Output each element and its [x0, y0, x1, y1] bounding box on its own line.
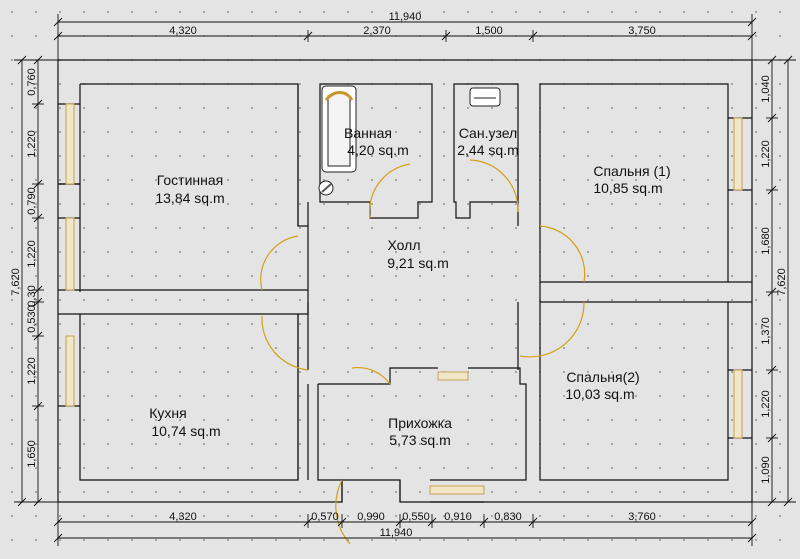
door-bedroom2 [519, 301, 585, 358]
dimension-left [14, 55, 58, 507]
dim-right-seg-3: 1,680 [760, 227, 772, 255]
dim-left-seg-2: 1,220 [26, 130, 38, 158]
room-name-bath: Ванная [344, 125, 392, 141]
door-living [260, 235, 299, 291]
dim-bottom-seg-2: 0,570 [311, 511, 339, 523]
room-area-bath: 4,20 sq.m [347, 142, 408, 158]
dim-top-seg-1: 4,320 [169, 25, 197, 37]
dim-top-seg-4: 3,750 [628, 25, 656, 37]
dim-bottom-seg-5: 0,910 [444, 511, 472, 523]
dim-top-seg-2: 2,370 [363, 25, 391, 37]
door-bedroom1 [539, 225, 586, 283]
dim-right-total: 7,620 [776, 268, 788, 296]
window-living-top [65, 103, 75, 185]
dim-left-seg-1: 0,760 [26, 68, 38, 96]
door-bath [368, 163, 411, 219]
hall-wall-inner [307, 202, 519, 370]
window-kitchen [65, 335, 75, 407]
room-name-toilet: Сан.узел [459, 125, 517, 141]
window-entry-top [437, 371, 469, 381]
door-toilet [469, 159, 519, 213]
entry-wall-inner [317, 367, 527, 481]
room-labels: Гостинная 13,84 sq.m Ванная 4,20 sq.m Са… [149, 125, 670, 448]
room-area-toilet: 2,44 sq.m [457, 142, 518, 158]
room-area-living: 13,84 sq.m [155, 190, 224, 206]
toilet [469, 87, 501, 107]
dim-right-seg-6: 1,090 [760, 456, 772, 484]
room-name-kitchen: Кухня [149, 405, 186, 421]
room-area-hall: 9,21 sq.m [387, 255, 448, 271]
room-name-hall: Холл [388, 237, 421, 253]
room-name-living: Гостинная [157, 172, 224, 188]
dim-right-seg-5: 1,220 [760, 390, 772, 418]
dim-left-seg-6: 0,530 [26, 305, 38, 333]
dim-left-total: 7,620 [10, 268, 22, 296]
dim-right-seg-1: 1,040 [760, 75, 772, 103]
window-living-bottom [65, 217, 75, 291]
dim-bottom-seg-6: 0,830 [494, 511, 522, 523]
dimension-right [752, 55, 796, 507]
dim-top-total: 11,940 [389, 11, 422, 23]
room-name-entry: Прихожка [388, 415, 452, 431]
dim-right-seg-4: 1,370 [760, 317, 772, 345]
entry-door-opening [341, 479, 484, 503]
room-area-bedroom2: 10,03 sq.m [565, 386, 634, 402]
dim-bottom-seg-7: 3,760 [628, 511, 656, 523]
dim-right-seg-2: 1,220 [760, 140, 772, 168]
room-area-bedroom1: 10,85 sq.m [593, 180, 662, 196]
bedroom2-wall-inner [539, 301, 729, 481]
window-bedroom2 [733, 369, 743, 439]
bathtub [321, 85, 357, 173]
interior-wall-bedrooms [539, 281, 752, 303]
window-entry-bottom [429, 485, 485, 495]
room-area-entry: 5,73 sq.m [389, 432, 450, 448]
dimension-bottom [53, 502, 757, 546]
dim-left-seg-4: 1,220 [26, 240, 38, 268]
dim-left-seg-5: 0,30 [26, 285, 38, 306]
sink [318, 180, 334, 196]
dim-left-seg-8: 1,650 [26, 440, 38, 468]
bath-wall-inner [319, 83, 433, 219]
door-kitchen [261, 315, 309, 371]
toilet-wall-inner [453, 83, 519, 219]
room-name-bedroom1: Спальня (1) [593, 163, 670, 179]
door-swings [260, 159, 586, 545]
door-entry-hall [351, 367, 391, 385]
dim-bottom-seg-4: 0,550 [402, 511, 430, 523]
dim-bottom-seg-1: 4,320 [169, 511, 197, 523]
room-name-bedroom2: Спальня(2) [566, 369, 639, 385]
dim-left-seg-3: 0,790 [26, 187, 38, 215]
dimension-top [53, 14, 757, 60]
room-area-kitchen: 10,74 sq.m [151, 423, 220, 439]
window-bedroom1 [733, 117, 743, 191]
dim-top-seg-3: 1,500 [475, 25, 503, 37]
interior-wall-vertical-left [297, 84, 309, 480]
dim-bottom-total: 11,940 [380, 527, 413, 539]
dim-left-seg-7: 1,220 [26, 357, 38, 385]
dim-bottom-seg-3: 0,990 [357, 511, 385, 523]
windows [65, 103, 743, 495]
